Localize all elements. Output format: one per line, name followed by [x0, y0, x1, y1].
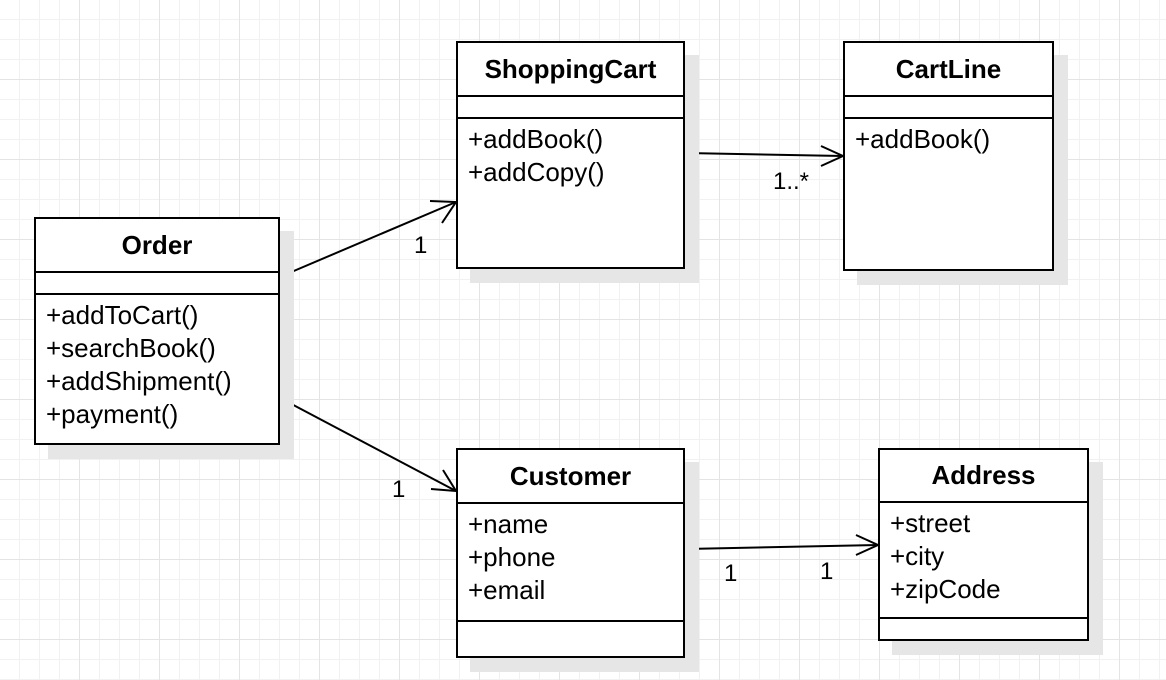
multiplicity-address-target: 1 — [820, 558, 834, 585]
operation: +addShipment() — [46, 366, 232, 396]
operation: +payment() — [46, 399, 179, 429]
class-name: CartLine — [845, 43, 1052, 97]
association-order-shoppingcart[interactable] — [281, 201, 457, 277]
class-address[interactable]: Address +street +city +zipCode — [878, 448, 1089, 641]
attribute: +city — [890, 541, 945, 572]
association-shoppingcart-cartline[interactable] — [685, 152, 844, 157]
multiplicity-customer-source: 1 — [724, 560, 738, 587]
operation: +addToCart() — [46, 300, 199, 330]
operations-compartment — [458, 622, 683, 656]
operation: +addBook() — [855, 124, 991, 154]
class-order[interactable]: Order +addToCart() +searchBook() +addShi… — [34, 217, 280, 445]
operation: +searchBook() — [46, 333, 216, 363]
class-name: Address — [880, 450, 1087, 504]
operations-compartment: +addBook() +addCopy() — [458, 119, 683, 267]
attribute: +zipCode — [890, 574, 1001, 605]
association-customer-address[interactable] — [685, 544, 879, 550]
operations-compartment — [880, 619, 1087, 639]
attribute: +street — [890, 508, 971, 539]
attributes-compartment — [458, 97, 683, 119]
operation: +addBook() — [468, 124, 604, 154]
multiplicity-order-customer: 1 — [392, 476, 406, 503]
multiplicity-order-shoppingcart: 1 — [414, 232, 428, 259]
multiplicity-shoppingcart-cartline: 1..* — [773, 168, 810, 195]
attributes-compartment — [36, 273, 278, 295]
class-shoppingcart[interactable]: ShoppingCart +addBook() +addCopy() — [456, 41, 685, 269]
class-cartline[interactable]: CartLine +addBook() — [843, 41, 1054, 271]
attribute: +email — [468, 575, 546, 605]
attribute: +name — [468, 509, 549, 539]
operation: +addCopy() — [468, 157, 605, 187]
association-order-customer[interactable] — [281, 398, 457, 492]
class-customer[interactable]: Customer +name +phone +email — [456, 448, 685, 658]
class-name: Customer — [458, 450, 683, 504]
attributes-compartment — [845, 97, 1052, 119]
attributes-compartment: +name +phone +email — [458, 504, 683, 622]
class-name: ShoppingCart — [458, 43, 683, 97]
class-name: Order — [36, 219, 278, 273]
attributes-compartment: +street +city +zipCode — [880, 503, 1087, 619]
operations-compartment: +addToCart() +searchBook() +addShipment(… — [36, 295, 278, 443]
operations-compartment: +addBook() — [845, 119, 1052, 269]
attribute: +phone — [468, 542, 556, 572]
